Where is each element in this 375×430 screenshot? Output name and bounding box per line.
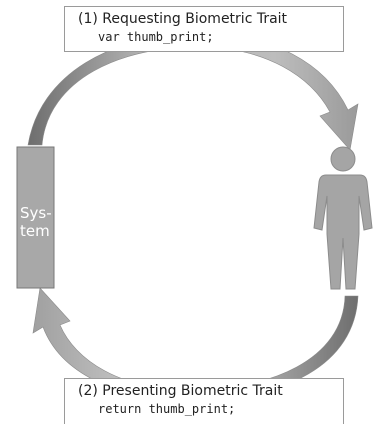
system-label-line2: tem xyxy=(20,222,50,240)
system-block xyxy=(16,146,55,289)
request-step-box: (1) Requesting Biometric Trait var thumb… xyxy=(64,6,344,52)
request-step-title: (1) Requesting Biometric Trait xyxy=(78,11,288,27)
system-label: Sys- tem xyxy=(20,204,52,240)
person-icon xyxy=(313,146,373,290)
system-label-line1: Sys- xyxy=(20,204,52,222)
present-step-title: (2) Presenting Biometric Trait xyxy=(78,383,283,399)
present-step-code: return thumb_print; xyxy=(98,402,236,416)
request-step-code: var thumb_print; xyxy=(98,30,214,44)
present-step-box: (2) Presenting Biometric Trait return th… xyxy=(64,378,344,424)
